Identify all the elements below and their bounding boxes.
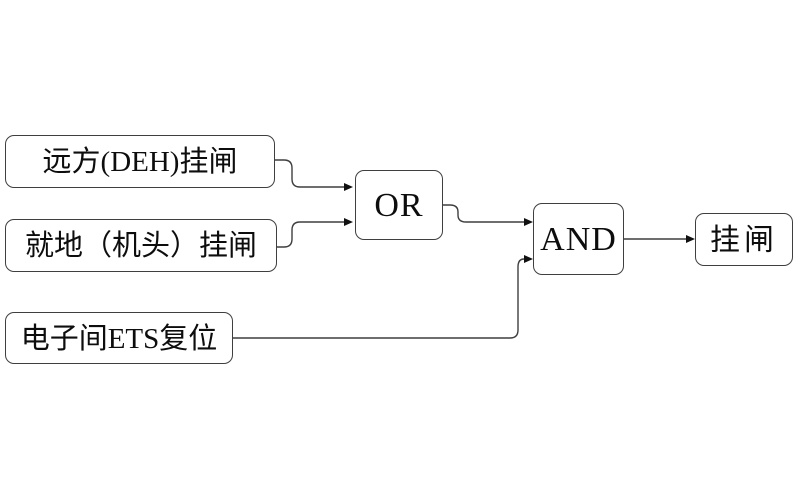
node-local-head-trip-label: 就地（机头）挂闸 bbox=[24, 230, 257, 262]
and-gate-label: AND bbox=[540, 221, 617, 258]
node-ets-reset-label: 电子间ETS复位 bbox=[20, 322, 218, 355]
node-output-trip-label: 挂闸 bbox=[710, 223, 778, 257]
node-remote-deh-trip: 远方(DEH)挂闸 bbox=[5, 135, 275, 188]
edge-or-to-and bbox=[443, 204, 533, 226]
node-output-trip: 挂闸 bbox=[695, 213, 793, 266]
edge-local-head-to-or bbox=[277, 218, 353, 248]
node-ets-reset: 电子间ETS复位 bbox=[5, 312, 233, 364]
node-local-head-trip: 就地（机头）挂闸 bbox=[5, 219, 277, 272]
and-gate: AND bbox=[533, 203, 624, 275]
edge-remote-deh-to-or bbox=[275, 159, 353, 191]
or-gate-label: OR bbox=[374, 187, 424, 224]
edge-ets-reset-to-and bbox=[233, 255, 533, 339]
or-gate: OR bbox=[355, 170, 443, 240]
node-remote-deh-trip-label: 远方(DEH)挂闸 bbox=[42, 146, 238, 178]
